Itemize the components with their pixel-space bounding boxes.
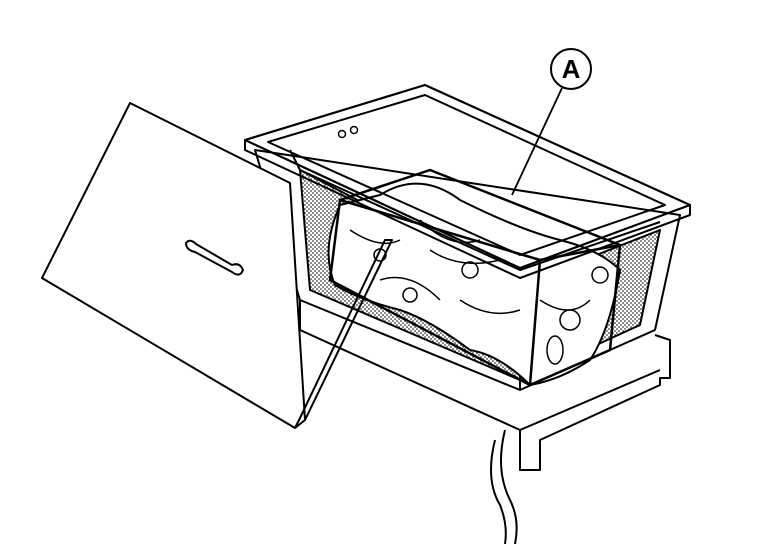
lid-handle xyxy=(185,239,244,276)
callout-a xyxy=(511,48,592,196)
callout-a-label: A xyxy=(562,54,581,84)
tank-lid xyxy=(41,102,393,429)
basket xyxy=(328,168,622,387)
tank-rim xyxy=(243,83,692,279)
